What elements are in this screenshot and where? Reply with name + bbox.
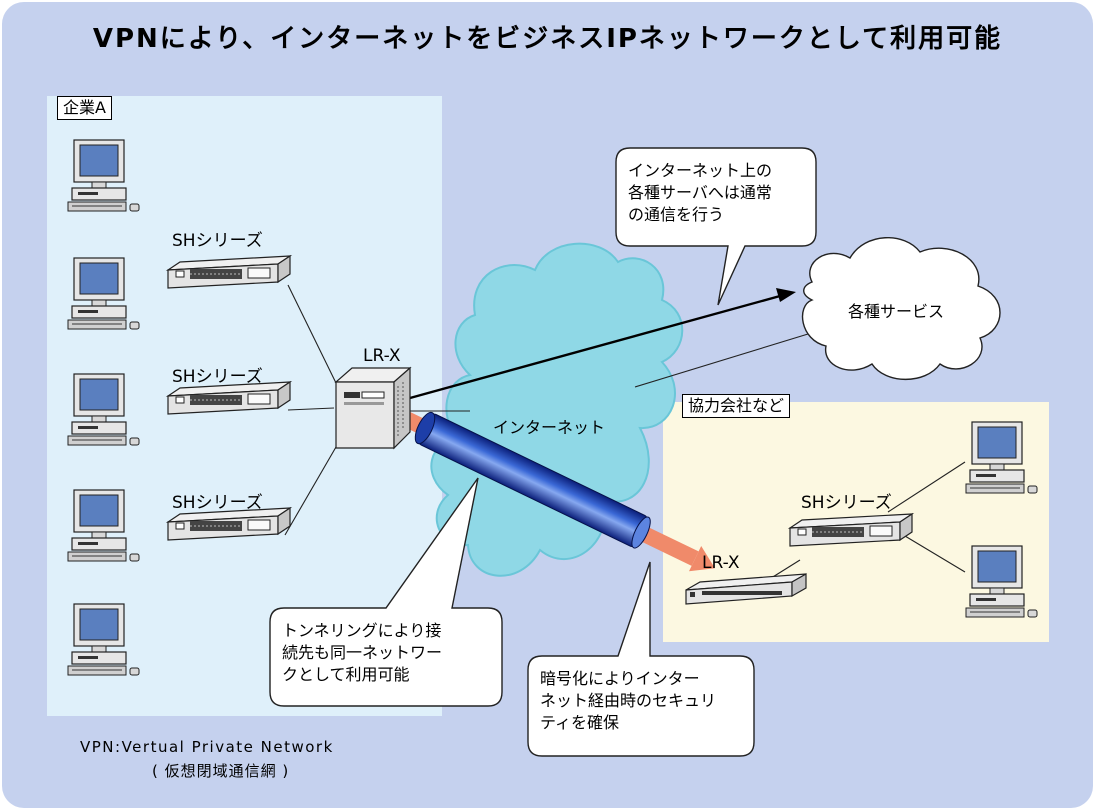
callout-internet-line: インターネット上の — [628, 161, 773, 180]
callout-tunnel-bubble — [269, 477, 503, 707]
switch-label-a3: SHシリーズ — [172, 493, 263, 513]
footer-vpn-japanese: ( 仮想閉域通信網 ) — [152, 762, 290, 780]
router-tower-icon — [334, 366, 412, 450]
switch-label-partner: SHシリーズ — [801, 493, 892, 513]
router-label-partner: LR-X — [702, 553, 740, 573]
callout-encrypt-line: 暗号化によりインター — [540, 669, 700, 688]
switch-label-a1: SHシリーズ — [172, 231, 263, 251]
pc-icon-a3 — [67, 373, 140, 446]
pc-icon-b2 — [965, 545, 1038, 618]
callout-internet-line: 各種サーバへは通常 — [628, 183, 772, 202]
callout-internet-line: の通信を行う — [628, 205, 725, 224]
callout-tunnel-line: トンネリングにより接 — [282, 621, 442, 640]
switch-icon-a1 — [167, 255, 291, 289]
vpn-tunnel — [394, 407, 715, 572]
switch-label-a2: SHシリーズ — [172, 367, 263, 387]
callout-tunnel-text: トンネリングにより接 続先も同一ネットワー クとして利用可能 — [282, 620, 442, 686]
pc-icon-a5 — [67, 603, 140, 676]
switch-icon-partner — [789, 513, 913, 547]
callout-bubbles — [269, 147, 817, 757]
callout-encrypt-line: ティを確保 — [540, 713, 620, 732]
callout-tunnel-line: 続先も同一ネットワー — [282, 643, 443, 662]
lan-links-a — [284, 284, 337, 536]
footer-vpn-definition: VPN:Vertual Private Network — [80, 738, 334, 756]
callout-tunnel-line: クとして利用可能 — [282, 665, 410, 684]
callout-internet-bubble — [615, 147, 817, 306]
diagram-title: VPNにより、インターネットをビジネスIPネットワークとして利用可能 — [92, 24, 1003, 54]
callout-encrypt-bubble — [527, 561, 755, 757]
company-a-tag: 企業A — [57, 96, 112, 120]
services-arrow — [409, 288, 796, 400]
pc-icon-b1 — [965, 421, 1038, 494]
pc-icon-a4 — [67, 489, 140, 562]
pc-icon-a2 — [67, 257, 140, 330]
router-flat-icon — [685, 572, 807, 605]
services-cloud — [801, 237, 1001, 381]
internet-label: インターネット — [493, 418, 606, 437]
callout-encrypt-line: ネット経由時のセキュリ — [540, 691, 717, 710]
internet-links — [408, 333, 809, 412]
router-label-a: LR-X — [363, 346, 401, 366]
callout-encrypt-text: 暗号化によりインター ネット経由時のセキュリ ティを確保 — [540, 668, 716, 734]
pc-icon-a1 — [67, 139, 140, 212]
callout-internet-text: インターネット上の 各種サーバへは通常 の通信を行う — [628, 160, 772, 226]
partner-tag: 協力会社など — [682, 394, 791, 418]
services-label: 各種サービス — [848, 302, 945, 321]
